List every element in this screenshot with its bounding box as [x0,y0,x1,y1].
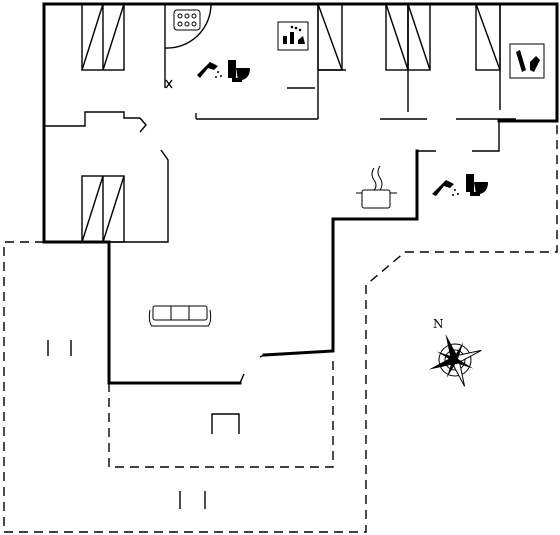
terrace-chair-icon [47,340,72,356]
compass-north-label: N [433,317,444,331]
kitchen-pot-icon [356,165,397,209]
shower-icon [432,180,459,196]
toilet-icon [228,60,250,82]
terrace-outlines [3,121,558,533]
bed-icon [81,175,125,243]
compass-rose-icon: N [428,317,482,387]
washing-machine-icon [509,43,545,79]
bed-icon [475,3,501,71]
sofa-icon [148,305,212,327]
sauna-icon [277,21,309,51]
bed-icon [317,3,343,71]
terrace-chair-icon [179,491,206,509]
toilet-icon [466,174,488,196]
interior-walls [44,4,516,384]
shower-icon [197,62,222,78]
table-icon [211,413,240,434]
whirlpool-icon [164,3,212,49]
bed-icon [385,3,431,71]
bed-icon [81,3,125,71]
